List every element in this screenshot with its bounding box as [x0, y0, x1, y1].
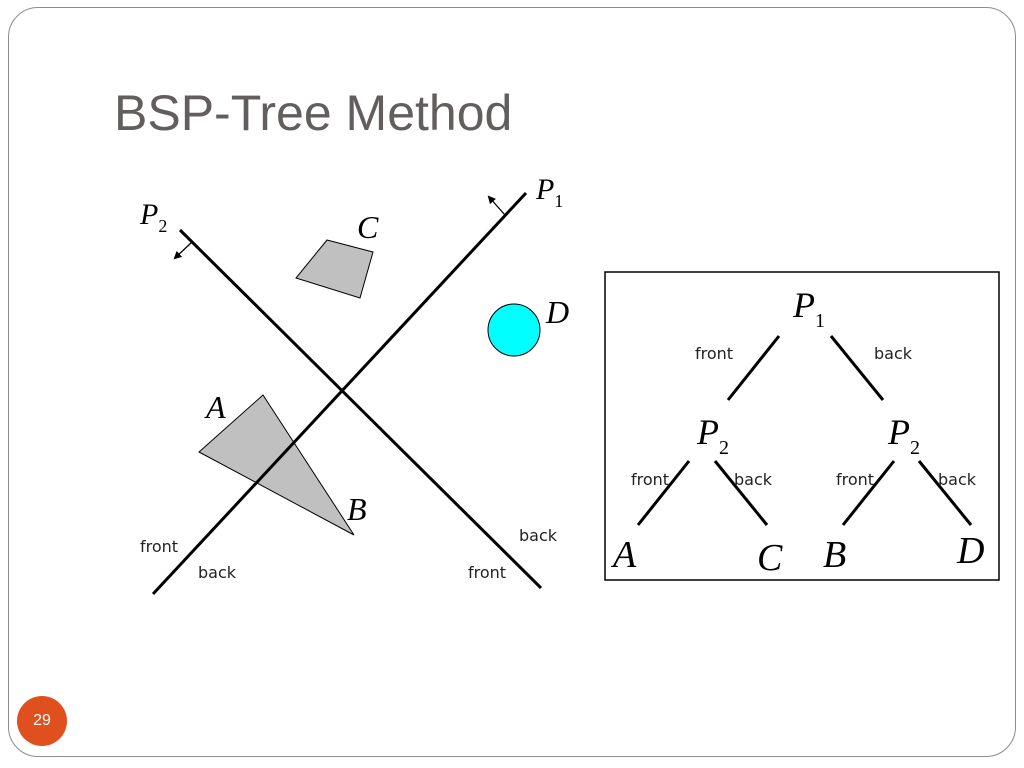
object-c-label: C: [357, 209, 379, 245]
p2-front-label: front: [468, 563, 506, 582]
plane-p2-normal-arrow: [173, 241, 193, 260]
tree-left-node: P2: [696, 412, 729, 459]
object-a-label: A: [204, 389, 226, 425]
slide-title: BSP-Tree Method: [114, 85, 513, 141]
tree-root-back-label: back: [874, 344, 913, 363]
tree-left-back-label: back: [734, 470, 773, 489]
scene-p2-label: P2: [139, 198, 167, 236]
scene-p1-label: P1: [535, 173, 563, 211]
tree-leaf-d: D: [956, 530, 984, 572]
tree-left-front-label: front: [631, 470, 669, 489]
tree-edge-root-right: [829, 335, 885, 401]
tree-right-front-label: front: [836, 470, 874, 489]
object-d-label: D: [545, 294, 569, 330]
tree-box: [604, 271, 1000, 581]
plane-p1-line: [151, 191, 528, 596]
object-ab-triangle: [198, 394, 355, 536]
p1-front-label: front: [140, 537, 178, 556]
tree-edge-right-d: [917, 460, 973, 526]
tree-right-node: P2: [887, 412, 920, 459]
tree-root-node: P1: [792, 285, 825, 332]
object-c-polygon: [295, 239, 374, 299]
tree-leaf-b: B: [823, 534, 846, 576]
plane-p2-line: [178, 228, 543, 590]
object-d-sphere: [487, 303, 541, 357]
plane-p1-normal-arrow: [487, 195, 506, 216]
tree-edge-right-b: [841, 460, 896, 526]
p1-back-label: back: [198, 563, 237, 582]
p2-back-label: back: [519, 526, 558, 545]
tree-root-front-label: front: [695, 344, 733, 363]
tree-leaf-c: C: [757, 537, 783, 579]
page-number-badge: 29: [17, 696, 67, 746]
tree-edge-left-a: [636, 460, 691, 526]
tree-right-back-label: back: [938, 470, 977, 489]
tree-leaf-a: A: [610, 534, 637, 576]
tree-edge-root-left: [726, 335, 781, 401]
object-b-label: B: [347, 491, 367, 527]
tree-edge-left-c: [713, 460, 769, 526]
